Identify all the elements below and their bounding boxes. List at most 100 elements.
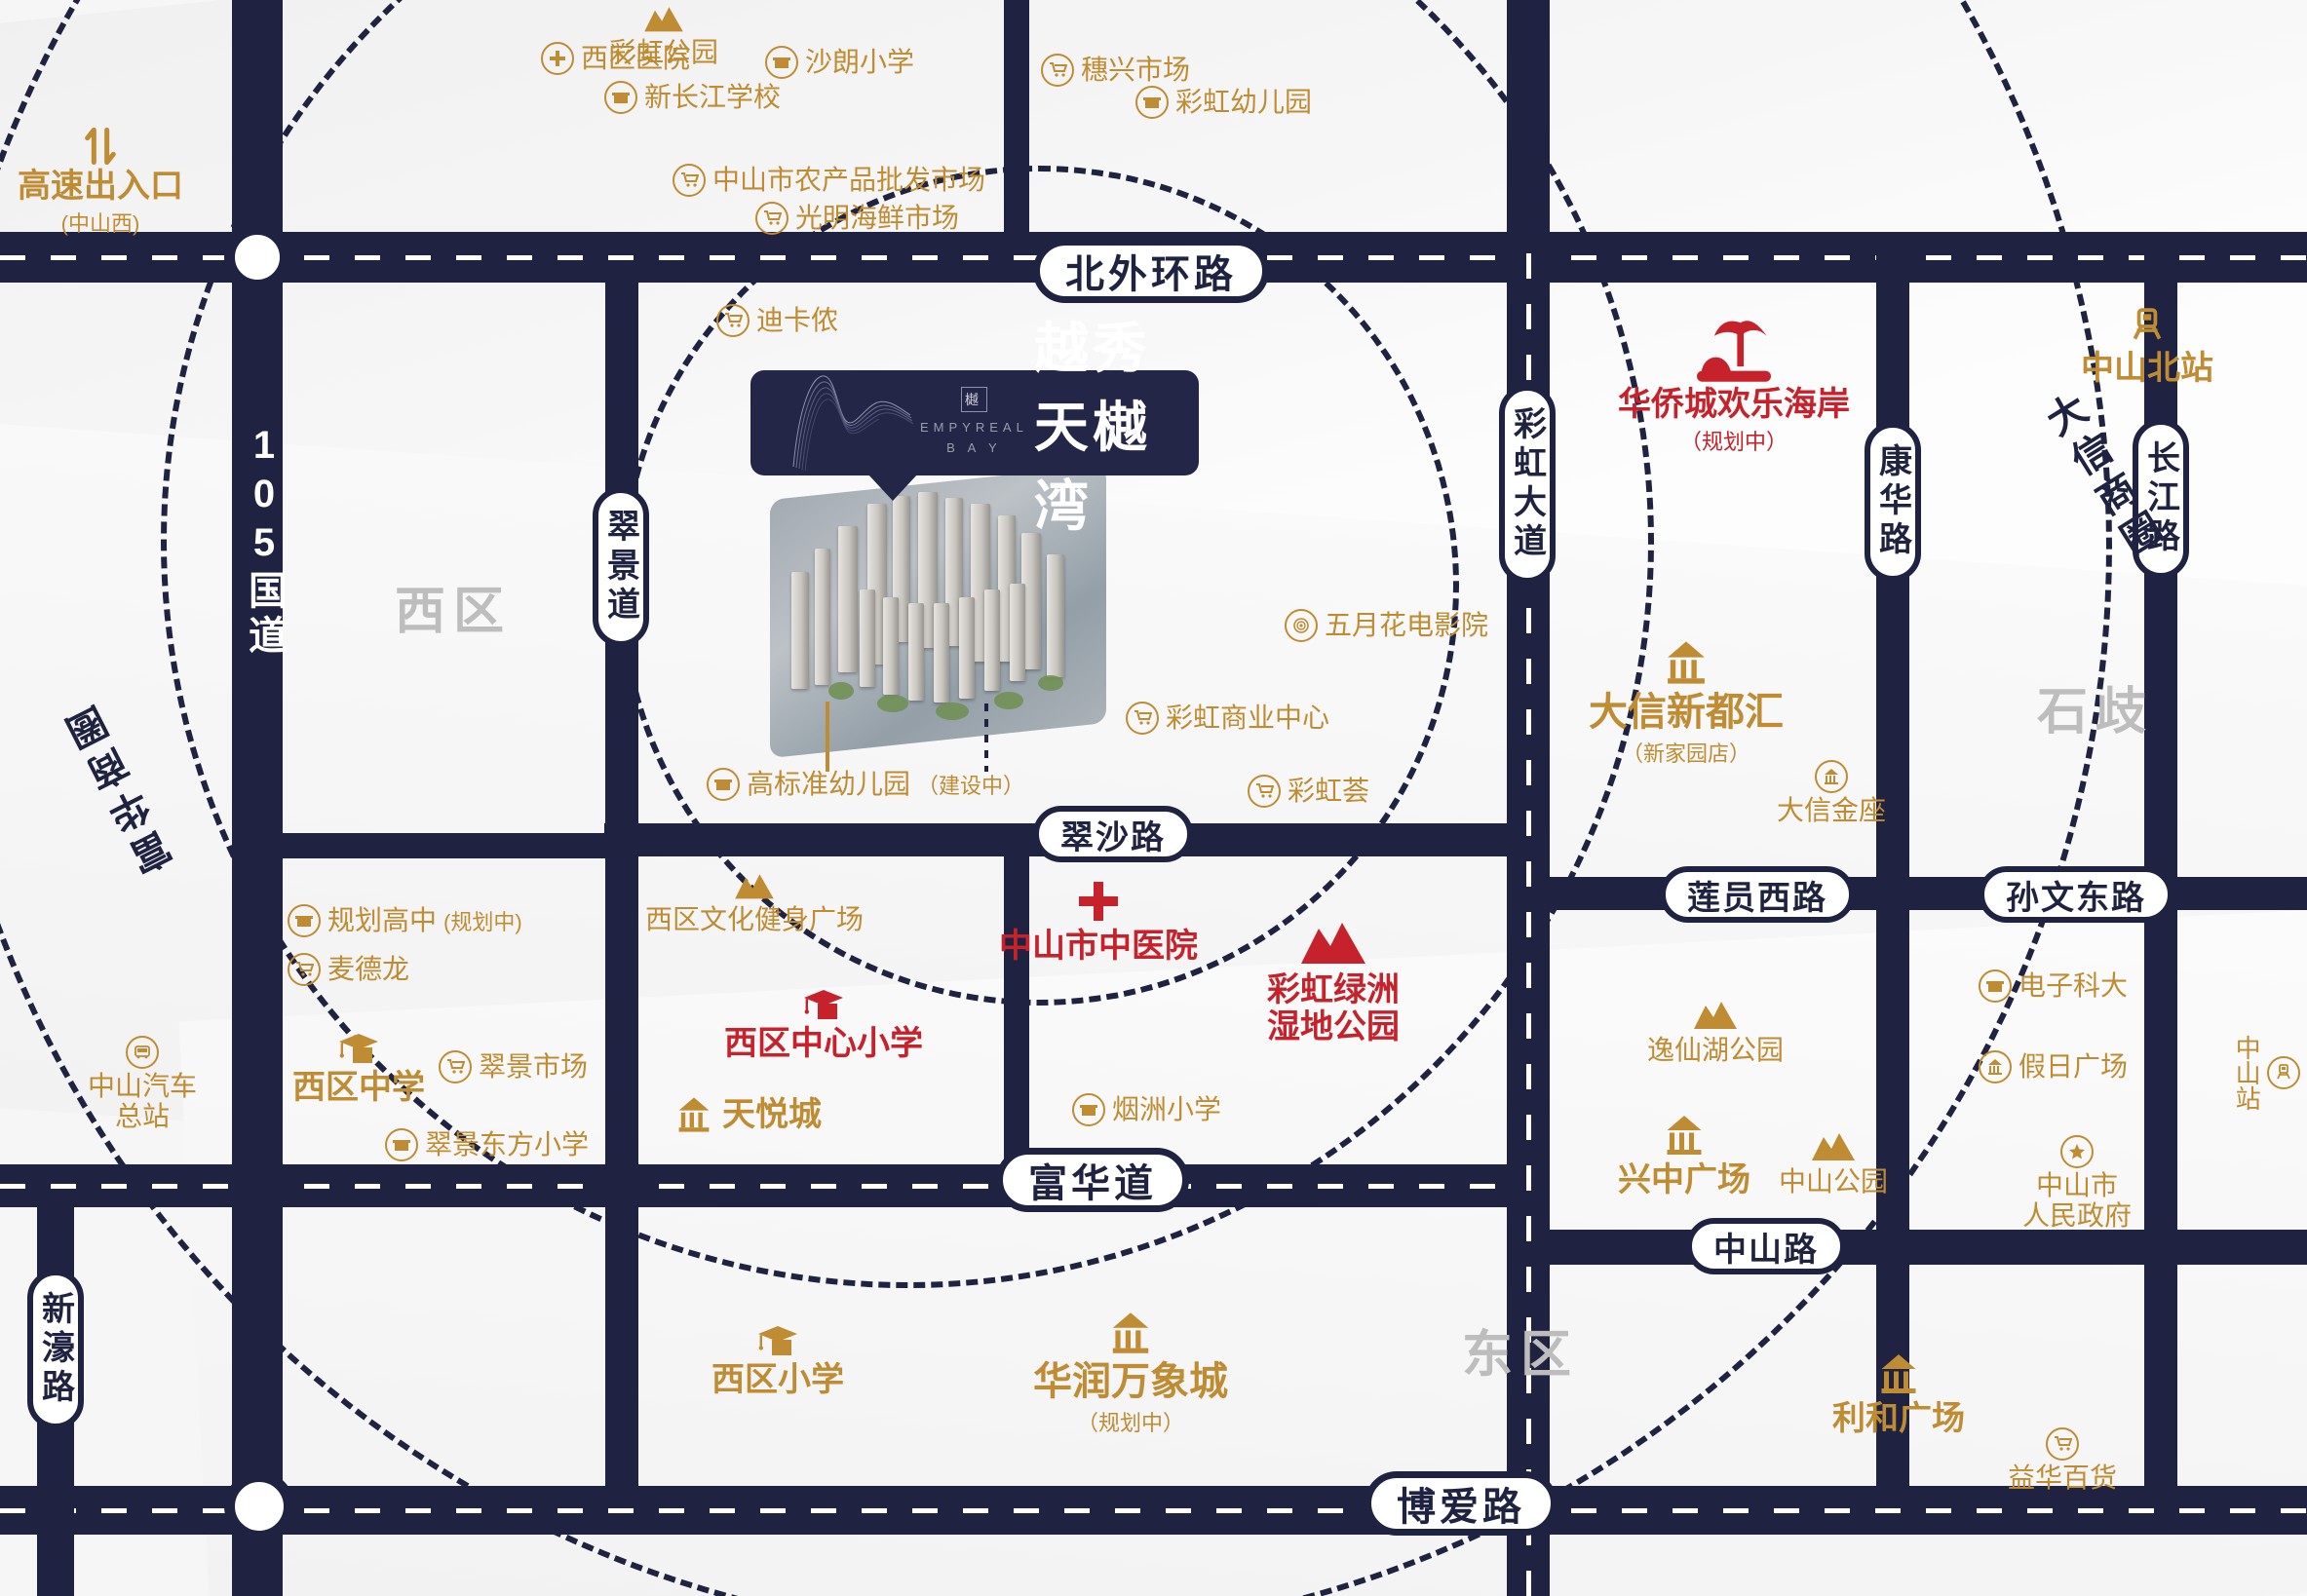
project-name-en: 樾 EMPYREAL B A Y: [920, 387, 1028, 459]
road-label-fuhua[interactable]: 富华道: [996, 1148, 1189, 1212]
cart-icon: [2046, 1427, 2079, 1461]
road-label-kanghua[interactable]: 康华路: [1865, 422, 1921, 582]
bank-icon: [1874, 1349, 1923, 1398]
district-label-xiqu: 西区: [395, 584, 513, 640]
poi-gaobiaozhun-kindergarten[interactable]: 高标准幼儿园 （建设中）: [707, 768, 1024, 801]
road-label-xinhao[interactable]: 新濠路: [27, 1270, 84, 1429]
poi-tianyuecheng[interactable]: 天悦城: [673, 1093, 822, 1136]
road-label-text: 新濠路: [36, 1291, 74, 1408]
district-label-shiqi: 石歧: [2037, 684, 2155, 741]
road-cuijingdao: [605, 283, 638, 1486]
poi-zhongshan-park[interactable]: 中山公园: [1779, 1125, 1888, 1197]
mountain-icon: [1687, 994, 1744, 1033]
road-label-sunwendong[interactable]: 孙文东路: [1979, 866, 2173, 923]
poi-xiqu-culture-fitness-plaza[interactable]: 西区文化健身广场: [645, 867, 864, 934]
cart-icon: [673, 164, 706, 197]
school-icon: [604, 81, 637, 114]
road-label-text: 孙文东路: [2006, 879, 2146, 917]
poi-mixc[interactable]: 华润万象城 （规划中）: [1033, 1308, 1228, 1437]
poi-zhongshan-station[interactable]: 中山站: [2232, 1035, 2301, 1111]
poi-dianzi-keda[interactable]: 电子科大: [1979, 969, 2128, 1003]
palm-icon: [1693, 310, 1775, 384]
poi-happy-coast-octo[interactable]: 华侨城欢乐海岸 （规划中）: [1618, 310, 1850, 456]
train-icon: [2127, 305, 2168, 348]
poi-xiqu-primary[interactable]: 西区小学: [711, 1320, 844, 1398]
poi-yixianhu-park[interactable]: 逸仙湖公园: [1647, 994, 1784, 1065]
project-name-cn: 越秀天樾湾: [1033, 319, 1151, 538]
poi-cuijing-dongfang-primary[interactable]: 翠景东方小学: [385, 1128, 589, 1161]
poi-zhongshan-north-station[interactable]: 中山北站: [2081, 305, 2213, 387]
poi-planned-highschool[interactable]: 规划高中 (规划中): [288, 904, 522, 937]
district-label-dongqu: 东区: [1462, 1327, 1580, 1384]
poi-zhongshan-bus-terminal[interactable]: 中山汽车 总站: [88, 1036, 197, 1132]
mountain-icon: [1289, 911, 1377, 969]
road-label-text: 翠景道: [601, 509, 639, 626]
poi-xiqu-hospital[interactable]: 西区医院: [541, 42, 690, 75]
poi-cuijing-market[interactable]: 翠景市场: [439, 1050, 588, 1083]
mountain-icon: [1805, 1125, 1862, 1164]
poi-wuyuehua-cinema[interactable]: 五月花电影院: [1285, 609, 1488, 642]
poi-metro-supermarket[interactable]: 麦德龙: [288, 953, 409, 986]
bank-icon: [1660, 1111, 1709, 1159]
cross-icon: [541, 42, 574, 75]
poi-zhongshan-tcm-hospital[interactable]: 中山市中医院: [999, 877, 1198, 965]
project-logo-badge[interactable]: 樾 EMPYREAL B A Y 越秀天樾湾: [750, 320, 1199, 538]
road-label-text: 彩虹大道: [1508, 406, 1546, 562]
road-label-text: 北外环路: [1065, 253, 1237, 296]
poi-lihe-plaza[interactable]: 利和广场: [1832, 1349, 1965, 1437]
road-label-zhongshanlu[interactable]: 中山路: [1686, 1218, 1846, 1274]
road-label-beiwaihuan[interactable]: 北外环路: [1033, 239, 1269, 303]
poi-guangming-seafood-market[interactable]: 光明海鲜市场: [755, 202, 959, 235]
wave-mark-icon: [792, 375, 914, 472]
cap-icon: [335, 1028, 382, 1067]
poi-highway-entry[interactable]: 高速出入口 (中山西): [18, 127, 183, 238]
road-label-boai[interactable]: 博爱路: [1365, 1471, 1557, 1536]
poi-daxin-jinzuo[interactable]: 大信金座: [1777, 760, 1886, 825]
road-label-text: 长江路: [2141, 440, 2179, 557]
road-label-lianyuanxi[interactable]: 莲员西路: [1660, 866, 1855, 923]
school-icon: [765, 46, 798, 79]
bus-icon: [126, 1036, 159, 1069]
school-icon: [1979, 969, 2012, 1003]
cart-icon: [716, 304, 750, 337]
road-label-text: 中山路: [1713, 1231, 1819, 1269]
road-label-cuisha[interactable]: 翠沙路: [1033, 806, 1193, 862]
road-boai: [0, 1486, 2307, 1535]
poi-xinchangjiang-school[interactable]: 新长江学校: [604, 81, 781, 114]
poi-xiqu-central-primary[interactable]: 西区中心小学: [724, 984, 923, 1062]
star-icon: [2060, 1135, 2094, 1168]
poi-jiari-plaza[interactable]: 假日广场: [1979, 1050, 2128, 1083]
leader-line-project: [984, 703, 988, 772]
road-label-cuijingdao[interactable]: 翠景道: [593, 487, 649, 647]
road-link-west-upper: [263, 833, 614, 858]
cap-icon: [754, 1320, 801, 1359]
road-label-text: 博爱路: [1397, 1486, 1525, 1529]
cross-icon: [1074, 877, 1123, 926]
road-label-changjiang[interactable]: 长江路: [2133, 419, 2189, 579]
bank-icon: [1105, 1308, 1156, 1358]
poi-caihonghui[interactable]: 彩虹荟: [1248, 775, 1369, 808]
poi-suixing-market[interactable]: 穗兴市场: [1041, 54, 1190, 87]
poi-xingzhong-plaza[interactable]: 兴中广场: [1618, 1111, 1750, 1198]
poi-yanzhou-primary[interactable]: 烟洲小学: [1072, 1093, 1221, 1126]
poi-city-government[interactable]: 中山市 人民政府: [2022, 1135, 2132, 1232]
project-rendering: [770, 464, 1106, 759]
poi-daxin-xinduhui[interactable]: 大信新都汇 （新家园店）: [1589, 636, 1784, 768]
poi-xiqu-middle-school[interactable]: 西区中学: [292, 1028, 425, 1106]
poi-caihong-park[interactable]: 彩虹公园: [609, 0, 718, 67]
poi-nongchanpin-market[interactable]: 中山市农产品批发市场: [673, 164, 985, 197]
poi-caihong-wetland-park[interactable]: 彩虹绿洲 湿地公园: [1267, 911, 1400, 1045]
business-circle-fuhua: 富华商圈: [58, 692, 183, 879]
poi-yihua-department-store[interactable]: 益华百货: [2008, 1427, 2117, 1493]
poi-caihong-business-center[interactable]: 彩虹商业中心: [1126, 702, 1329, 735]
bank-icon: [1979, 1050, 2012, 1083]
poi-caihong-kindergarten[interactable]: 彩虹幼儿园: [1135, 86, 1312, 119]
cart-icon: [288, 953, 321, 986]
poi-decathlon[interactable]: 迪卡侬: [716, 304, 838, 337]
road-label-caihongdadao[interactable]: 彩虹大道: [1499, 385, 1556, 584]
road-unnamed-mid: [1004, 0, 1029, 232]
cart-icon: [1126, 702, 1159, 735]
project-seal-icon: 樾: [960, 387, 987, 413]
poi-shalang-primary[interactable]: 沙朗小学: [765, 46, 914, 79]
school-icon: [288, 904, 321, 937]
